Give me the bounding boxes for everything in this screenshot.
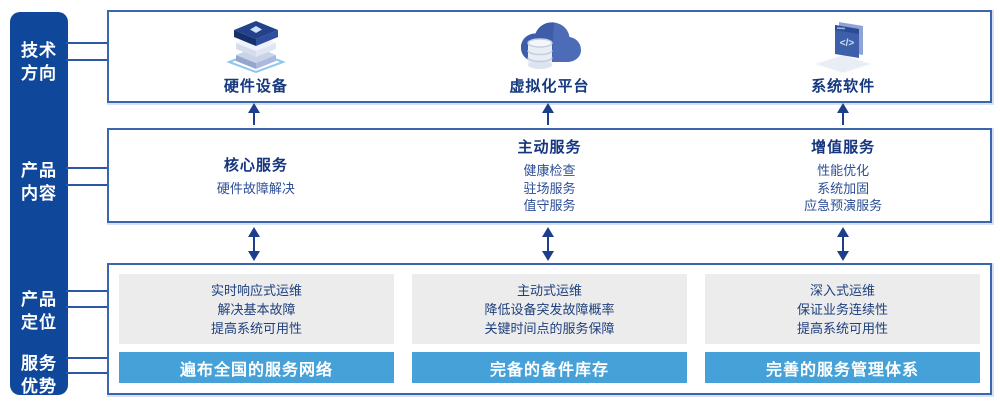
positioning-column-realtime: 实时响应式运维 解决基本故障 提高系统可用性 遍布全国的服务网络 <box>119 274 394 383</box>
positioning-line: 主动式运维 <box>516 282 582 298</box>
server-stack-icon <box>220 21 292 73</box>
connector-line <box>66 306 109 308</box>
service-item: 值守服务 <box>523 198 576 214</box>
positioning-line: 降低设备突发故障概率 <box>484 301 615 317</box>
positioning-line: 关键时间点的服务保障 <box>484 320 615 336</box>
positioning-text-panel: 深入式运维 保证业务连续性 提高系统可用性 <box>705 274 980 344</box>
positioning-column-proactive: 主动式运维 降低设备突发故障概率 关键时间点的服务保障 完备的备件库存 <box>412 274 687 383</box>
service-item: 健康检查 <box>523 163 576 179</box>
rail-label-product-content: 产品 内容 <box>21 161 57 203</box>
service-column-core: 核心服务 硬件故障解决 <box>109 130 403 221</box>
tech-direction-panel: 硬件设备 虚拟化平台 <box>107 10 992 103</box>
service-title: 核心服务 <box>223 156 288 174</box>
double-arrow-icon <box>837 227 849 261</box>
code-glyph: </> <box>840 38 855 49</box>
positioning-line: 实时响应式运维 <box>210 282 302 298</box>
service-item: 系统加固 <box>817 180 870 196</box>
positioning-line: 深入式运维 <box>809 282 875 298</box>
up-arrow-icon <box>542 103 554 125</box>
connector-line <box>66 184 109 186</box>
rail-label-service-advantage: 服务 优势 <box>21 354 57 396</box>
up-arrow-icon <box>837 103 849 125</box>
positioning-line: 保证业务连续性 <box>796 301 888 317</box>
service-item: 驻场服务 <box>523 180 576 196</box>
service-column-value-added: 增值服务 性能优化 系统加固 应急预演服务 <box>696 130 990 221</box>
left-rail: 技术 方向 产品 内容 产品 定位 服务 优势 <box>10 12 68 396</box>
connector-line <box>66 290 109 292</box>
double-arrow-icon <box>248 227 260 261</box>
service-item: 硬件故障解决 <box>216 180 295 196</box>
service-item: 性能优化 <box>817 163 870 179</box>
positioning-panel: 实时响应式运维 解决基本故障 提高系统可用性 遍布全国的服务网络 主动式运维 降… <box>107 263 992 395</box>
positioning-line: 提高系统可用性 <box>210 320 302 336</box>
code-window-icon: </> <box>807 21 879 73</box>
advantage-banner: 遍布全国的服务网络 <box>119 352 394 383</box>
product-content-panel: 核心服务 硬件故障解决 主动服务 健康检查 驻场服务 值守服务 增值服务 性能优… <box>107 128 992 223</box>
positioning-line: 解决基本故障 <box>217 301 296 317</box>
positioning-text-panel: 实时响应式运维 解决基本故障 提高系统可用性 <box>119 274 394 344</box>
tech-item-virtualization: 虚拟化平台 <box>403 12 697 101</box>
service-column-proactive: 主动服务 健康检查 驻场服务 值守服务 <box>403 130 697 221</box>
connector-line <box>66 357 109 359</box>
service-title: 增值服务 <box>811 139 876 157</box>
rail-label-tech-direction: 技术 方向 <box>21 41 57 83</box>
advantage-banner: 完备的备件库存 <box>412 352 687 383</box>
positioning-line: 提高系统可用性 <box>796 320 888 336</box>
tech-item-hardware: 硬件设备 <box>109 12 403 101</box>
cloud-database-icon <box>514 21 586 73</box>
connector-line <box>66 167 109 169</box>
up-arrow-icon <box>248 103 260 125</box>
tech-item-system-software: </> 系统软件 <box>696 12 990 101</box>
double-arrow-icon <box>542 227 554 261</box>
positioning-text-panel: 主动式运维 降低设备突发故障概率 关键时间点的服务保障 <box>412 274 687 344</box>
connector-line <box>66 372 109 374</box>
tech-item-label: 系统软件 <box>811 78 876 95</box>
tech-item-label: 硬件设备 <box>223 78 288 95</box>
connector-line <box>66 42 109 44</box>
tech-item-label: 虚拟化平台 <box>509 78 590 95</box>
rail-label-product-positioning: 产品 定位 <box>21 290 57 332</box>
advantage-banner: 完善的服务管理体系 <box>705 352 980 383</box>
connector-line <box>66 59 109 61</box>
service-title: 主动服务 <box>517 139 582 157</box>
service-item: 应急预演服务 <box>804 198 883 214</box>
positioning-column-deep: 深入式运维 保证业务连续性 提高系统可用性 完善的服务管理体系 <box>705 274 980 383</box>
